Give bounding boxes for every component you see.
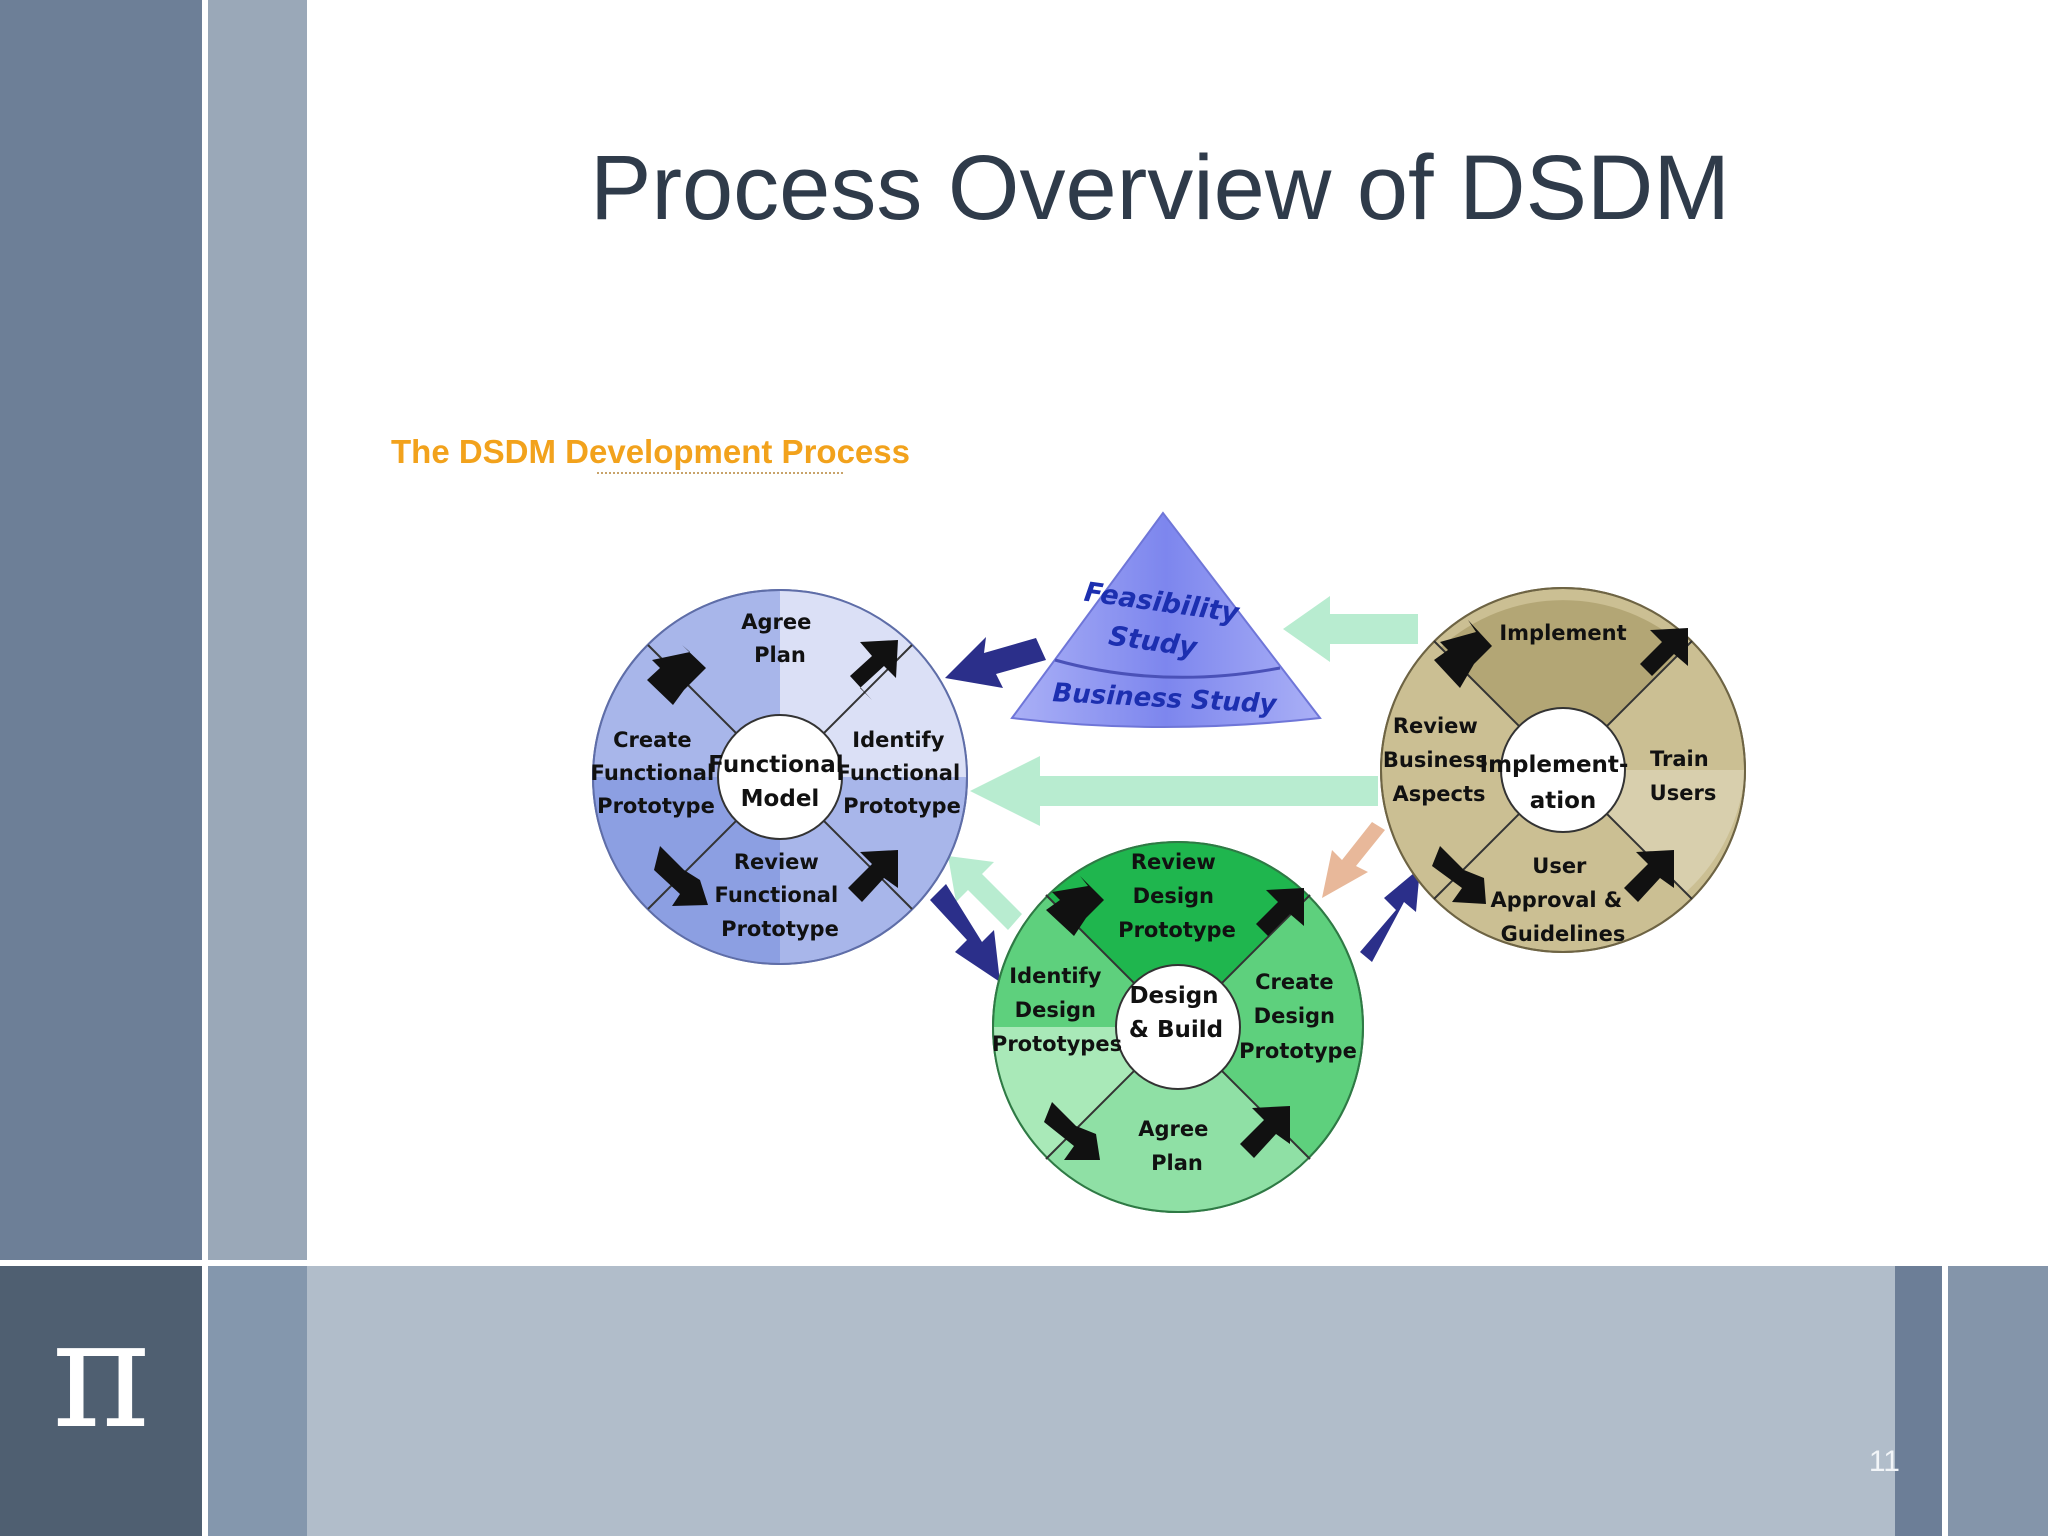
arrow-feasibility-to-functional-model [945,637,1046,688]
cycle-arrow-icon [1624,850,1674,902]
arrow-functional-to-design [930,884,1000,982]
left-sidebar-dark-band [0,0,202,1260]
left-sidebar-light-band [208,0,307,1260]
bottom-divider [0,1260,2048,1266]
footer-band [307,1266,1895,1536]
pi-logo-icon: π [51,1288,151,1462]
functional-model-cycle: Functional Model Agree Plan Identify Fun… [591,589,968,965]
cycle-arrow-icon [1046,876,1104,936]
implementation-cycle: Implement- ation Implement Train Users U… [1380,587,1746,953]
arrow-design-to-implementation [1360,868,1420,962]
arrow-implementation-to-functional-model [970,756,1378,826]
functional-model-center-label: Functional Model [708,752,851,812]
design-build-review-label: Review Design Prototype [1118,850,1236,942]
footer-right-dark-band [1895,1266,1942,1536]
cycle-arrow-icon [1044,1102,1100,1160]
implementation-review-business-label: Review Business Aspects [1383,714,1495,806]
cycle-arrow-icon [1240,1106,1290,1158]
footer-right-divider [1942,1266,1948,1536]
design-build-cycle: Design & Build Review Design Prototype C… [992,841,1364,1213]
cycle-arrow-icon [1256,888,1304,948]
cycle-arrow-icon [848,850,898,902]
implementation-implement-label: Implement [1499,621,1626,645]
arrow-implementation-to-design [1322,822,1385,898]
cycle-arrow-icon [654,846,708,906]
dsdm-process-diagram: Feasibility Study Business Study Functio… [591,511,1746,1213]
design-build-create-label: Create Design Prototype [1239,970,1357,1063]
footer-left-light-band [208,1266,307,1536]
arrow-implementation-to-feasibility [1283,596,1418,662]
implementation-center-label: Implement- ation [1480,752,1637,814]
logo-box [0,1266,202,1536]
design-build-agree-plan-label: Agree Plan [1138,1117,1215,1175]
functional-model-review-label: Review Functional Prototype [715,850,846,941]
design-build-center-label: Design & Build [1129,983,1227,1043]
left-divider [202,0,208,1536]
caption-underline [597,472,843,474]
cycle-arrow-icon [850,640,898,700]
functional-model-agree-plan-label: Agree Plan [741,610,818,667]
implementation-user-approval-label: User Approval & Guidelines [1490,854,1629,946]
feasibility-cone: Feasibility Study Business Study [1010,511,1322,728]
functional-model-create-label: Create Functional Prototype [591,728,722,818]
cycle-arrow-icon [1432,846,1486,904]
slide-title: Process Overview of DSDM [589,137,1731,239]
footer-right-light-band [1948,1266,2048,1536]
cycle-arrow-icon [1434,620,1492,688]
functional-model-identify-label: Identify Functional Prototype [837,728,968,818]
cycle-arrow-icon [1640,628,1688,688]
implementation-train-users-label: Train Users [1650,747,1717,805]
design-build-identify-label: Identify Design Prototypes [992,964,1122,1056]
arrow-design-to-functional-model [948,856,1022,930]
diagram-caption: The DSDM Development Process [391,433,910,470]
cycle-arrow-icon [647,645,706,705]
page-number: 11 [1868,1445,1900,1478]
